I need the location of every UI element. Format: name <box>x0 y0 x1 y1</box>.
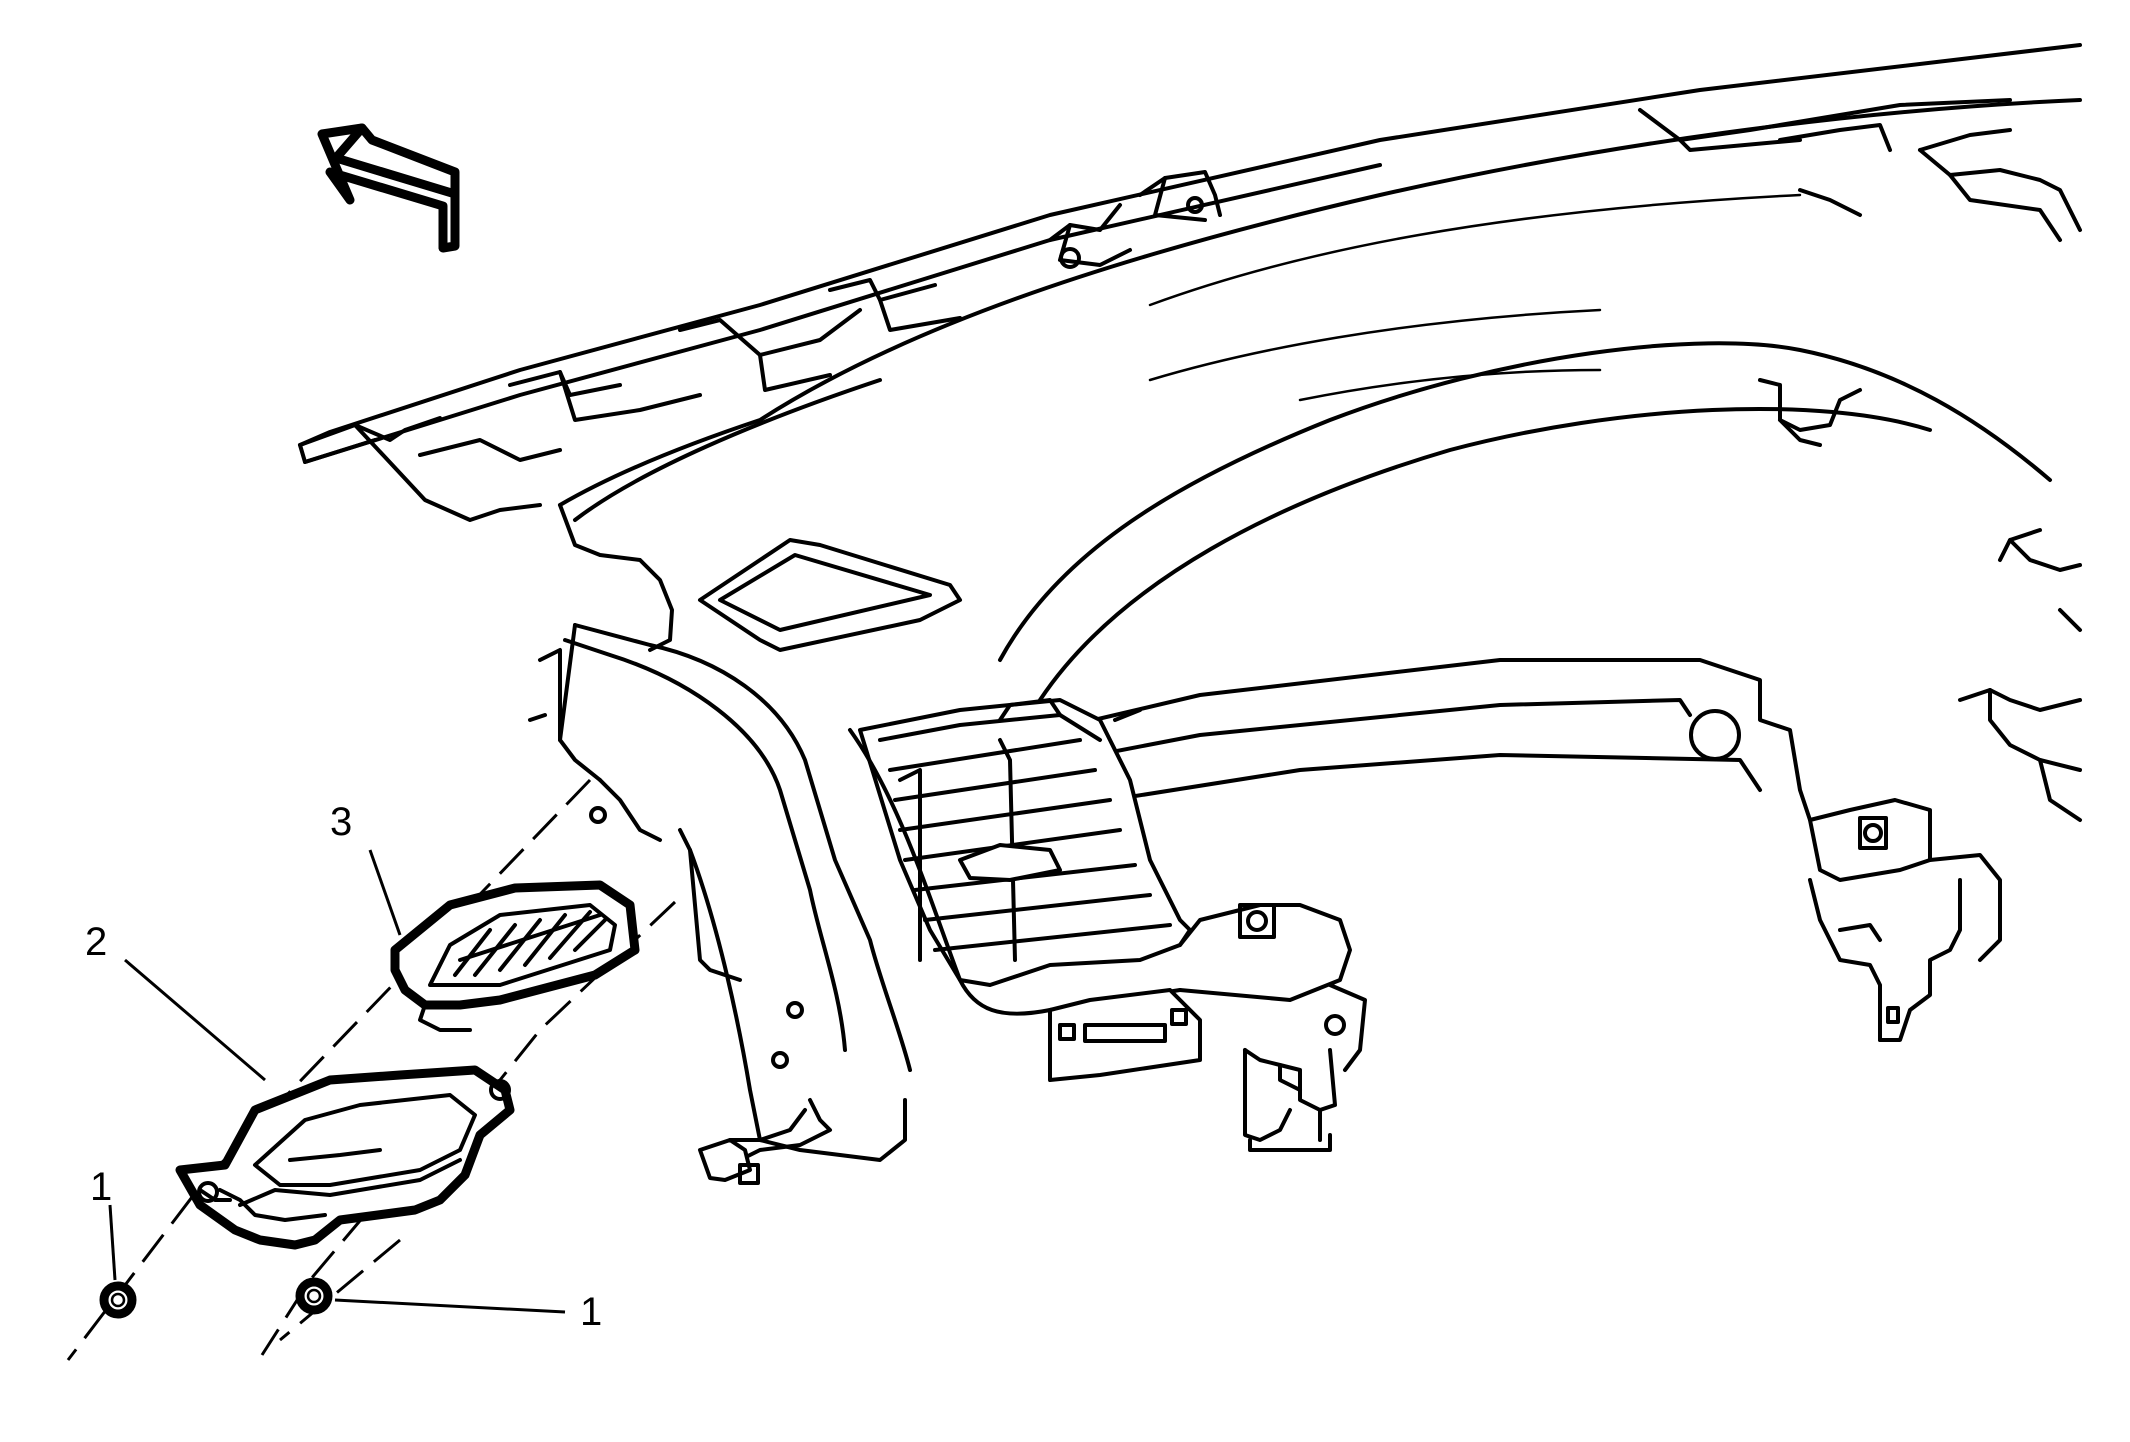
bezel-part <box>175 1065 515 1250</box>
grille-part <box>390 880 640 1032</box>
callout-2: 2 <box>85 920 107 964</box>
instrument-panel <box>298 43 2082 1185</box>
callout-leaders <box>108 849 566 1314</box>
nut-parts <box>99 1277 333 1319</box>
callout-1-right: 1 <box>580 1290 602 1334</box>
callout-1-left: 1 <box>90 1165 112 1209</box>
front-direction-arrow <box>317 123 460 253</box>
callout-3: 3 <box>330 800 352 844</box>
installation-axis-lines <box>66 778 677 1361</box>
